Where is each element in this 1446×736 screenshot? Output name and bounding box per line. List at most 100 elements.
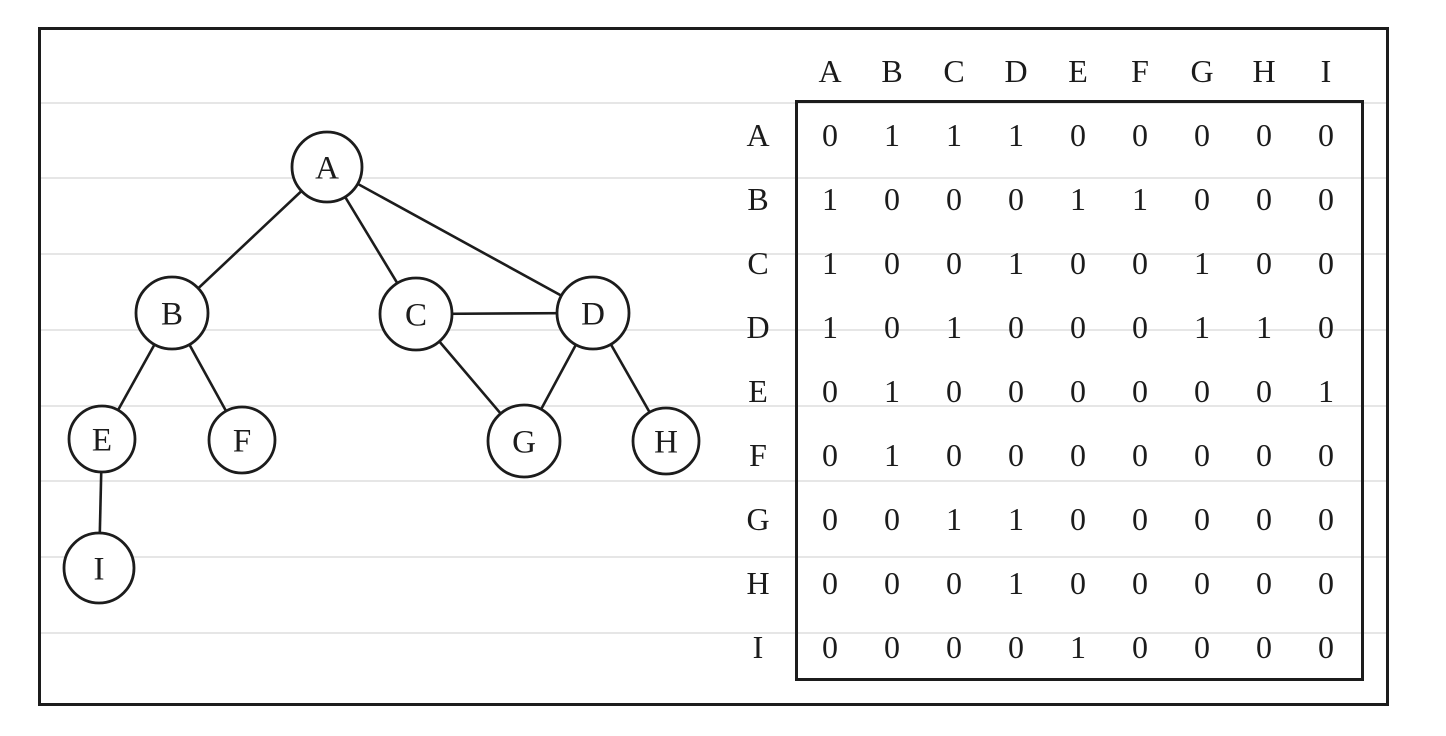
matrix-column-header-i: I [1320, 53, 1332, 89]
matrix-cell-cb: 0 [884, 245, 900, 281]
graph-node-circle [290, 130, 364, 204]
matrix-cell-eb: 1 [884, 373, 900, 409]
matrix-column-header-a: A [818, 53, 842, 89]
matrix-cell-ic: 0 [946, 629, 962, 665]
matrix-cell-he: 0 [1070, 565, 1086, 601]
matrix-cell-bb: 0 [884, 181, 900, 217]
matrix-cell-eg: 0 [1194, 373, 1210, 409]
matrix-cell-hf: 0 [1132, 565, 1148, 601]
matrix-cell-ad: 1 [1008, 117, 1024, 153]
matrix-cell-ch: 0 [1256, 245, 1272, 281]
graph-node-label: H [654, 425, 678, 461]
matrix-cell-fa: 0 [822, 437, 838, 473]
matrix-cell-fi: 0 [1318, 437, 1334, 473]
matrix-cell-dd: 0 [1008, 309, 1024, 345]
matrix-cell-fc: 0 [946, 437, 962, 473]
matrix-cell-hc: 0 [946, 565, 962, 601]
matrix-cell-ha: 0 [822, 565, 838, 601]
matrix-cell-bf: 1 [1132, 181, 1148, 217]
matrix-cell-ce: 0 [1070, 245, 1086, 281]
matrix-cell-id: 0 [1008, 629, 1024, 665]
matrix-cell-dc: 1 [946, 309, 962, 345]
matrix-cell-ga: 0 [822, 501, 838, 537]
matrix-cell-ba: 1 [822, 181, 838, 217]
graph-node-circle [378, 276, 454, 352]
matrix-row-header-d: D [746, 309, 770, 345]
matrix-cell-af: 0 [1132, 117, 1148, 153]
matrix-row-header-i: I [752, 629, 764, 665]
matrix-cell-ee: 0 [1070, 373, 1086, 409]
matrix-cell-eh: 0 [1256, 373, 1272, 409]
matrix-cell-fh: 0 [1256, 437, 1272, 473]
matrix-cell-ae: 0 [1070, 117, 1086, 153]
matrix-column-header-c: C [943, 53, 965, 89]
graph-node-g: G [486, 403, 562, 479]
matrix-cell-if: 0 [1132, 629, 1148, 665]
graph-node-label: E [92, 423, 112, 459]
graph-node-d: D [555, 275, 631, 351]
matrix-column-header-h: H [1252, 53, 1276, 89]
matrix-column-header-f: F [1131, 53, 1149, 89]
graph-node-circle [631, 406, 701, 476]
matrix-cell-df: 0 [1132, 309, 1148, 345]
graph-node-b: B [134, 275, 210, 351]
matrix-cell-cd: 1 [1008, 245, 1024, 281]
matrix-column-header-b: B [881, 53, 903, 89]
matrix-cell-gb: 0 [884, 501, 900, 537]
matrix-cell-dh: 1 [1256, 309, 1272, 345]
matrix-cell-da: 1 [822, 309, 838, 345]
matrix-cell-hg: 0 [1194, 565, 1210, 601]
matrix-cell-ef: 0 [1132, 373, 1148, 409]
ruled-line [40, 405, 1388, 407]
matrix-row-header-g: G [746, 501, 770, 537]
matrix-row-header-f: F [749, 437, 767, 473]
matrix-cell-gh: 0 [1256, 501, 1272, 537]
matrix-cell-hi: 0 [1318, 565, 1334, 601]
graph-node-circle [62, 531, 136, 605]
ruled-line [40, 102, 1388, 104]
matrix-cell-ea: 0 [822, 373, 838, 409]
matrix-cell-ii: 0 [1318, 629, 1334, 665]
matrix-cell-ah: 0 [1256, 117, 1272, 153]
graph-node-label: I [94, 552, 105, 588]
graph-node-circle [486, 403, 562, 479]
matrix-cell-gd: 1 [1008, 501, 1024, 537]
matrix-cell-ie: 1 [1070, 629, 1086, 665]
matrix-cell-ih: 0 [1256, 629, 1272, 665]
ruled-line [40, 556, 1388, 558]
matrix-cell-ab: 1 [884, 117, 900, 153]
matrix-column-header-d: D [1004, 53, 1028, 89]
graph-node-label: C [405, 298, 427, 334]
matrix-cell-fd: 0 [1008, 437, 1024, 473]
graph-node-c: C [378, 276, 454, 352]
matrix-cell-ac: 1 [946, 117, 962, 153]
matrix-cell-cf: 0 [1132, 245, 1148, 281]
matrix-row-header-b: B [747, 181, 769, 217]
graph-node-a: A [290, 130, 364, 204]
matrix-cell-gg: 0 [1194, 501, 1210, 537]
graph-node-label: F [233, 424, 251, 460]
matrix-cell-gi: 0 [1318, 501, 1334, 537]
matrix-cell-ed: 0 [1008, 373, 1024, 409]
ruled-line [40, 480, 1388, 482]
matrix-row-header-a: A [746, 117, 770, 153]
matrix-row-header-c: C [747, 245, 769, 281]
matrix-cell-ai: 0 [1318, 117, 1334, 153]
matrix-cell-bd: 0 [1008, 181, 1024, 217]
graph-node-e: E [67, 404, 137, 474]
matrix-cell-aa: 0 [822, 117, 838, 153]
matrix-cell-gf: 0 [1132, 501, 1148, 537]
matrix-column-header-g: G [1190, 53, 1214, 89]
matrix-cell-ec: 0 [946, 373, 962, 409]
ruled-line [40, 632, 1388, 634]
matrix-cell-ia: 0 [822, 629, 838, 665]
matrix-cell-hh: 0 [1256, 565, 1272, 601]
matrix-cell-de: 0 [1070, 309, 1086, 345]
matrix-cell-fe: 0 [1070, 437, 1086, 473]
graph-node-h: H [631, 406, 701, 476]
graph-node-circle [555, 275, 631, 351]
matrix-cell-db: 0 [884, 309, 900, 345]
ruled-line [40, 177, 1388, 179]
matrix-cell-ib: 0 [884, 629, 900, 665]
